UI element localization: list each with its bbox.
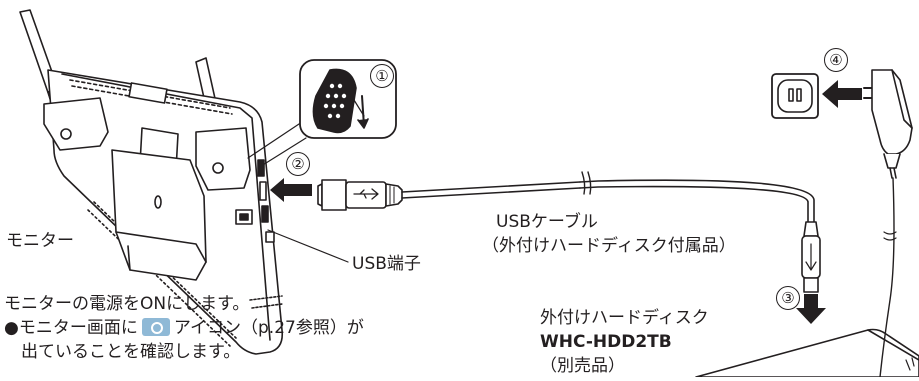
instruction-line-2: 出ていることを確認します。 bbox=[21, 342, 241, 362]
arrow-step-4 bbox=[822, 80, 862, 108]
external-hdd bbox=[695, 328, 919, 378]
instructions: モニターの電源をONにします。 ●モニター画面に アイコン（p.27参照）が 出て… bbox=[4, 292, 364, 364]
step-4-marker: ④ bbox=[824, 48, 848, 72]
usb-port-label: USB端子 bbox=[352, 254, 421, 274]
step-1-marker: ① bbox=[370, 64, 394, 88]
instruction-line-1-end: アイコン（p.27参照）が bbox=[173, 318, 364, 338]
usb-cable bbox=[317, 171, 821, 293]
step-3-marker: ③ bbox=[776, 286, 800, 310]
wall-outlet bbox=[771, 73, 819, 119]
monitor-record-icon bbox=[141, 318, 170, 336]
arrow-step-3 bbox=[796, 294, 826, 324]
monitor-stand bbox=[111, 149, 207, 281]
arrow-step-2 bbox=[270, 178, 312, 202]
monitor-illustration bbox=[19, 9, 284, 355]
monitor-label: モニター bbox=[6, 231, 74, 251]
usb-cable-note: （外付けハードディスク付属品） bbox=[482, 236, 736, 256]
hdd-sold-separately-label: （別売品） bbox=[540, 356, 625, 376]
step-2-marker: ② bbox=[286, 152, 310, 176]
hdd-model-label: WHC-HDD2TB bbox=[540, 332, 672, 352]
usb-cable-label: USBケーブル bbox=[496, 212, 598, 232]
usb-port-leader bbox=[267, 229, 349, 263]
instruction-line-1-start: ●モニター画面に bbox=[4, 318, 138, 338]
ac-adapter bbox=[863, 69, 913, 378]
hdd-label: 外付けハードディスク bbox=[540, 308, 709, 328]
instruction-title: モニターの電源をONにします。 bbox=[4, 294, 250, 314]
instruction-line-1: ●モニター画面に アイコン（p.27参照）が bbox=[4, 316, 364, 340]
